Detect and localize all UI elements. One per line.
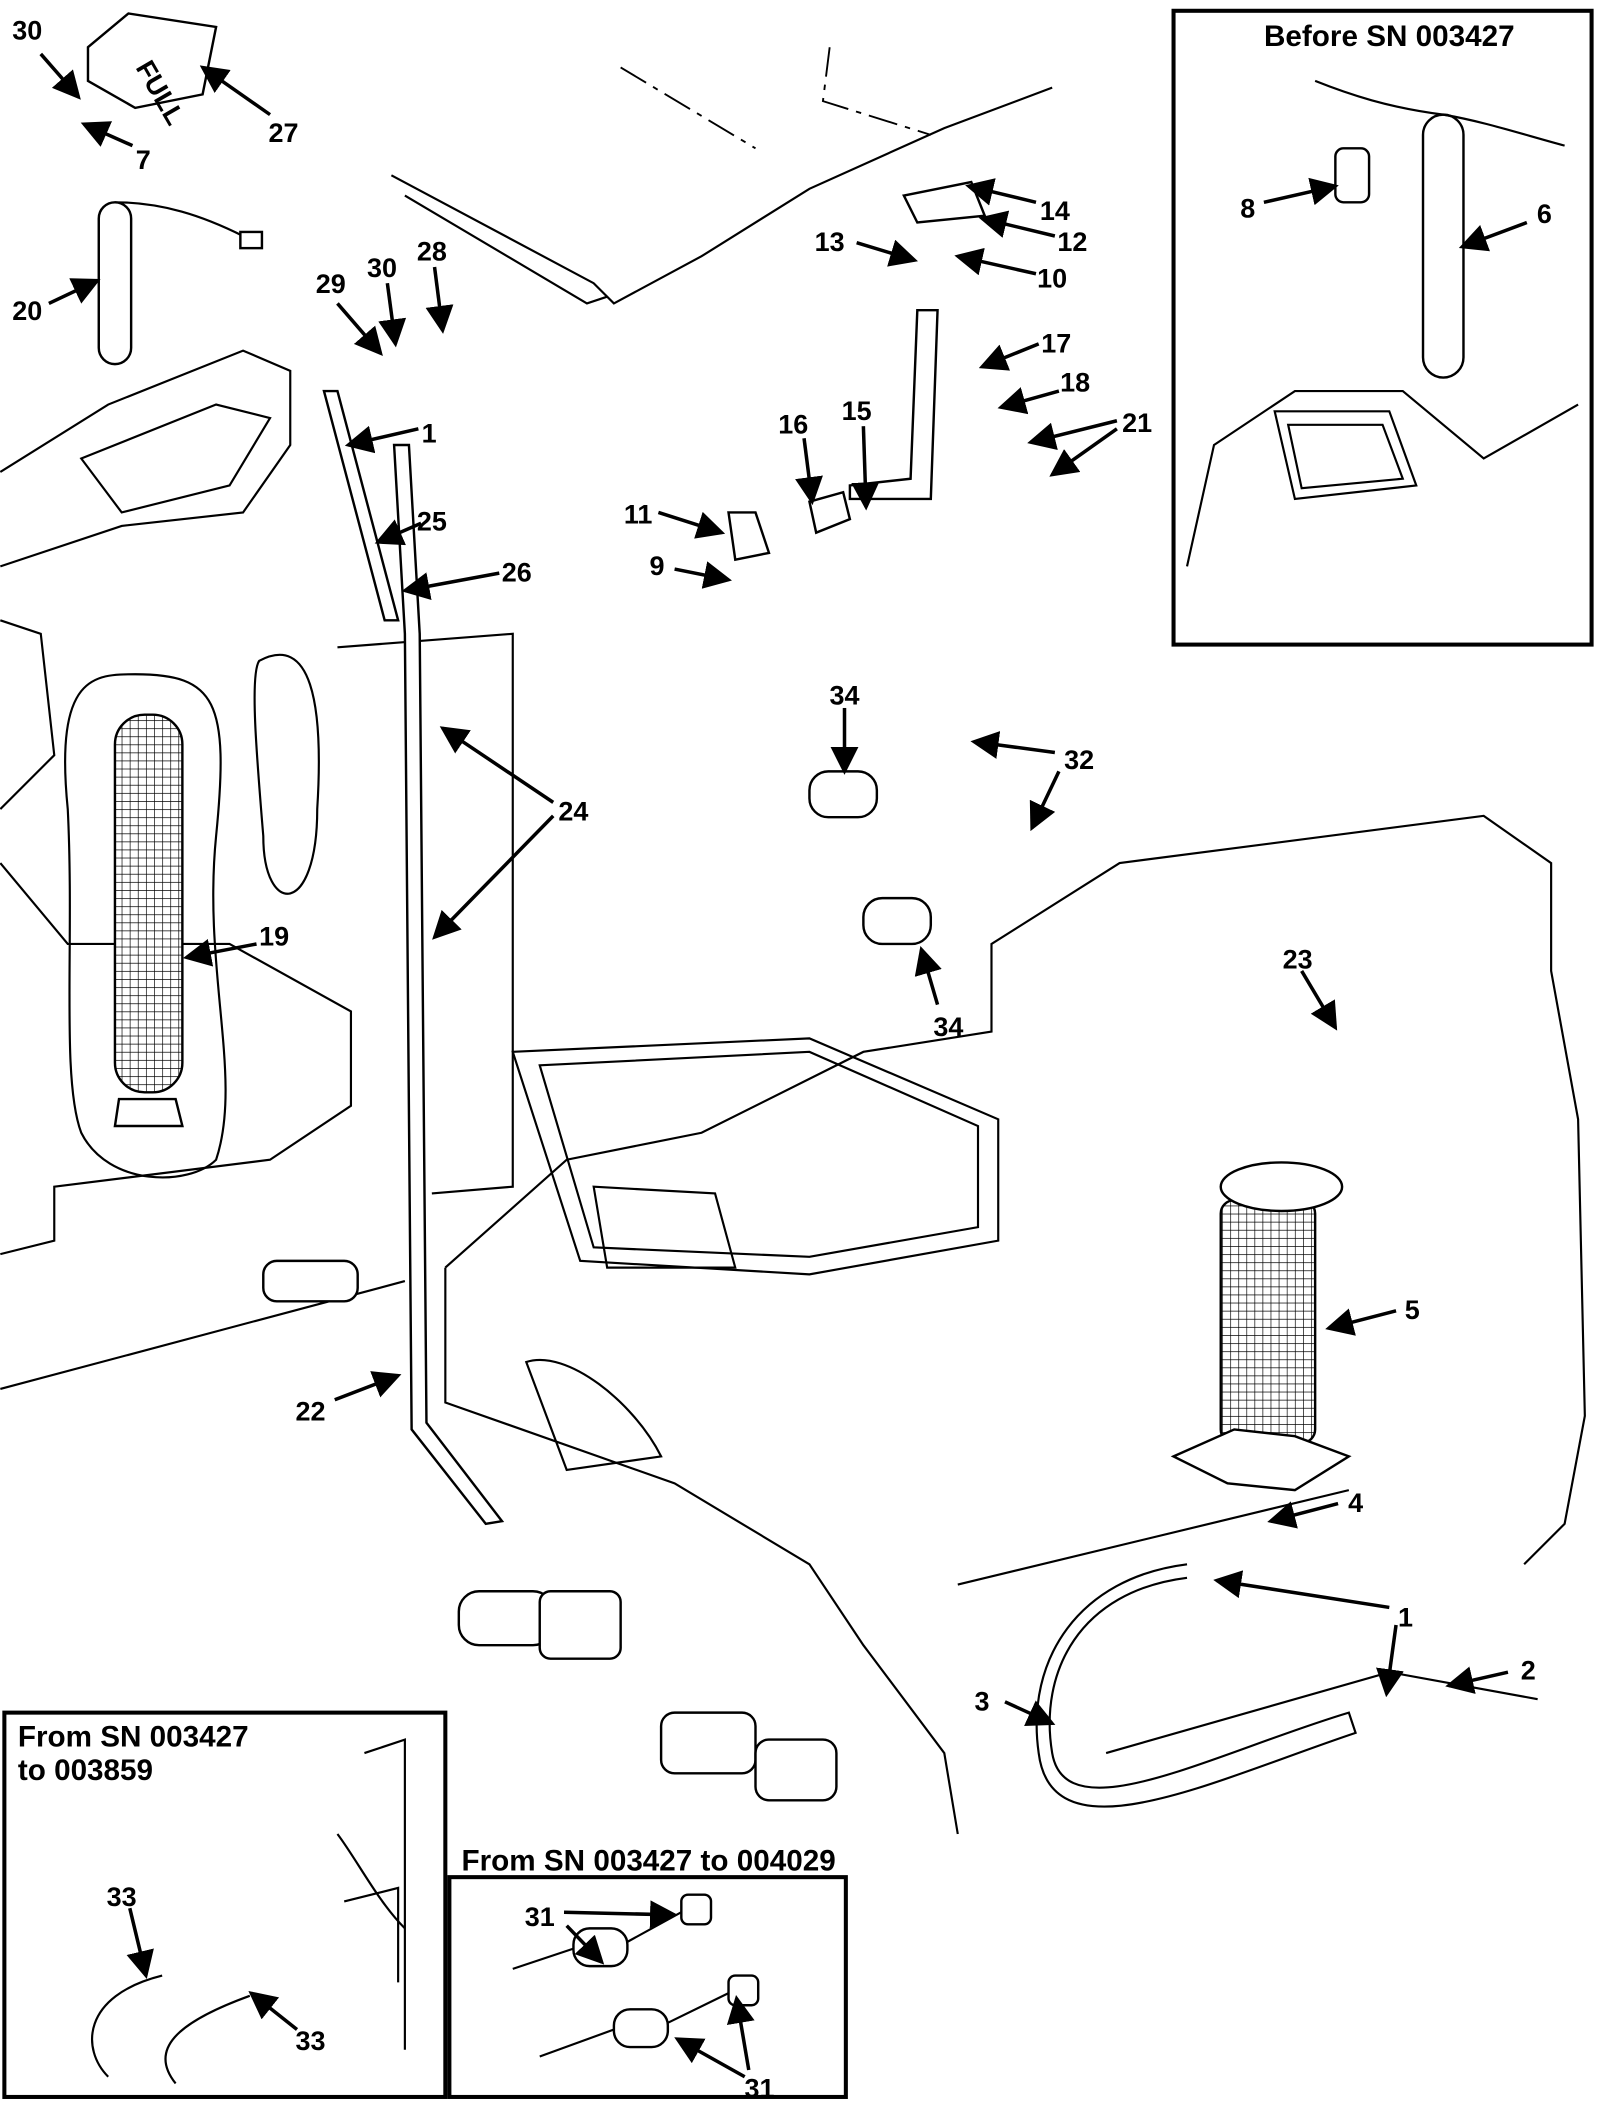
inset-top-right-callout-8: 8	[1240, 193, 1255, 223]
main-callout-13: 13	[815, 227, 845, 257]
main-callout-1: 1	[1398, 1603, 1413, 1633]
callout-arrow	[199, 65, 272, 117]
callout-arrow	[965, 178, 1037, 206]
callout-arrow	[1445, 1666, 1509, 1694]
main-callout-22: 22	[295, 1396, 325, 1426]
main-callout-15: 15	[842, 396, 872, 426]
callout-arrow	[978, 342, 1040, 371]
callout-arrow	[997, 387, 1060, 415]
main-callout-5: 5	[1405, 1295, 1420, 1325]
callout-arrow	[425, 266, 454, 334]
main-callout-30: 30	[12, 15, 42, 45]
callout-arrow	[978, 210, 1056, 238]
main-callout-9: 9	[650, 551, 665, 581]
callout-arrow	[914, 945, 942, 1006]
main-callout-34: 34	[933, 1012, 963, 1042]
callout-arrow	[401, 571, 500, 600]
callout-arrow	[674, 561, 732, 589]
callout-arrow	[336, 302, 383, 356]
inset-title: Before SN 003427	[1264, 20, 1515, 53]
callout-arrow	[726, 1995, 755, 2071]
callout-arrow	[565, 1924, 605, 1965]
inset-before-sn-003427: Before SN 003427	[1171, 8, 1594, 647]
callout-arrow	[48, 278, 101, 306]
callout-arrow	[1027, 419, 1118, 450]
inset-bottom-left-callout-33: 33	[295, 2026, 325, 2056]
callout-arrow	[795, 438, 823, 506]
callout-arrow	[1300, 970, 1338, 1031]
inset-bottom-middle-callout-31: 31	[745, 2073, 775, 2101]
callout-arrow	[439, 726, 555, 804]
callout-arrow	[1213, 1570, 1390, 1610]
callout-arrow	[1458, 220, 1528, 252]
main-callout-25: 25	[417, 506, 447, 536]
main-callout-29: 29	[316, 269, 346, 299]
callout-arrow	[970, 731, 1056, 759]
callout-arrow	[378, 282, 407, 348]
callout-arrow	[334, 1371, 402, 1402]
inset-top-right-callout-6: 6	[1537, 199, 1552, 229]
callout-arrow	[674, 2037, 746, 2079]
main-callout-12: 12	[1057, 227, 1087, 257]
main-callout-16: 16	[778, 409, 808, 439]
main-callout-17: 17	[1041, 328, 1071, 358]
callout-arrow	[1263, 177, 1339, 206]
callout-arrow	[1325, 1308, 1397, 1336]
inset-from-sn-003427-to-004029: From SN 003427 to 004029	[447, 1844, 848, 2099]
main-callout-1: 1	[422, 419, 437, 449]
main-callout-18: 18	[1060, 367, 1090, 397]
callout-arrow	[374, 519, 422, 546]
inset-title: From SN 003427 to 004029	[462, 1844, 836, 1877]
main-callout-20: 20	[12, 296, 42, 326]
main-callout-21: 21	[1122, 408, 1152, 438]
main-callout-14: 14	[1040, 196, 1070, 226]
callout-arrow	[1029, 770, 1061, 832]
inset-title-line2: to 003859	[18, 1754, 153, 1787]
main-callout-19: 19	[259, 922, 289, 952]
callout-labels: 3072720293028125262419221412131017182116…	[12, 15, 1552, 2101]
callout-arrow	[39, 52, 81, 100]
inset-bottom-left-callout-33: 33	[107, 1882, 137, 1912]
main-callout-24: 24	[558, 796, 588, 826]
callout-arrow	[657, 510, 726, 539]
callout-arrow	[248, 1990, 299, 2031]
inset-bottom-middle-callout-31: 31	[525, 1902, 555, 1932]
main-callout-32: 32	[1064, 745, 1094, 775]
callout-arrow	[851, 426, 880, 511]
main-callout-7: 7	[136, 145, 151, 175]
callout-arrow	[954, 247, 1037, 276]
callout-arrow	[1004, 1700, 1056, 1726]
callout-arrow	[126, 1907, 154, 1979]
main-callout-2: 2	[1521, 1655, 1536, 1685]
inset-title-line1: From SN 003427	[18, 1720, 249, 1753]
main-callout-27: 27	[269, 118, 299, 148]
callout-arrow	[344, 425, 419, 454]
main-callout-30: 30	[367, 253, 397, 283]
callout-arrow	[1376, 1624, 1404, 1698]
callout-arrow	[1267, 1501, 1339, 1529]
main-callout-3: 3	[975, 1686, 990, 1716]
main-callout-10: 10	[1037, 264, 1067, 294]
callout-arrow	[80, 121, 134, 148]
callout-arrow	[432, 814, 555, 940]
main-callout-34: 34	[830, 680, 860, 710]
callout-arrow	[563, 1900, 679, 1929]
callout-arrow	[182, 939, 257, 967]
main-callout-4: 4	[1348, 1488, 1363, 1518]
main-callout-28: 28	[417, 237, 447, 267]
machine-body-outline	[0, 12, 1586, 1835]
callout-arrow	[1049, 427, 1118, 477]
callout-arrow	[856, 239, 918, 267]
main-callout-26: 26	[502, 558, 532, 588]
main-callout-11: 11	[624, 500, 653, 530]
main-callout-23: 23	[1283, 945, 1313, 975]
inset-from-sn-003427-to-003859: From SN 003427 to 003859	[2, 1710, 448, 2099]
